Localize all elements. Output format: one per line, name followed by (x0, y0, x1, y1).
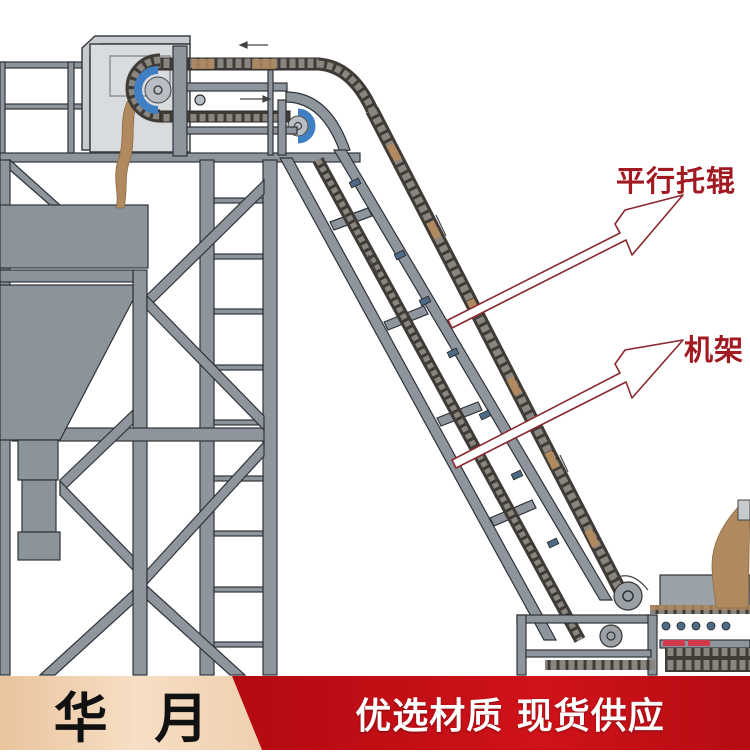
material-stream-foot (711, 504, 750, 609)
head-frame (172, 45, 351, 157)
slogan-banner: 优选材质 现货供应 (270, 676, 750, 750)
incline-motion-arrows (367, 214, 569, 499)
slogan-text: 优选材质 现货供应 (355, 696, 665, 737)
hopper (0, 204, 149, 561)
return-chain (312, 157, 586, 643)
label-parallel-rollers: 平行托辊 (616, 164, 737, 198)
head-pulley (134, 66, 172, 114)
foot-idlers (661, 621, 731, 631)
carrying-chain (365, 106, 627, 594)
idler-rollers (348, 177, 560, 549)
tail-pulleys (599, 575, 649, 648)
head-chain (125, 53, 378, 123)
brand-name: 华 月 (53, 685, 223, 750)
foot-chain (545, 605, 750, 672)
callout-arrow-rollers (447, 194, 684, 329)
support-tower (0, 61, 361, 676)
direction-arrows (238, 41, 272, 103)
brand-badge: 华 月 (0, 676, 262, 750)
callout-arrow-frame (451, 339, 684, 469)
material-stream-top (115, 99, 139, 209)
incline-frame (278, 149, 614, 641)
snub-pulley (287, 108, 316, 144)
label-frame: 机架 (684, 333, 745, 367)
